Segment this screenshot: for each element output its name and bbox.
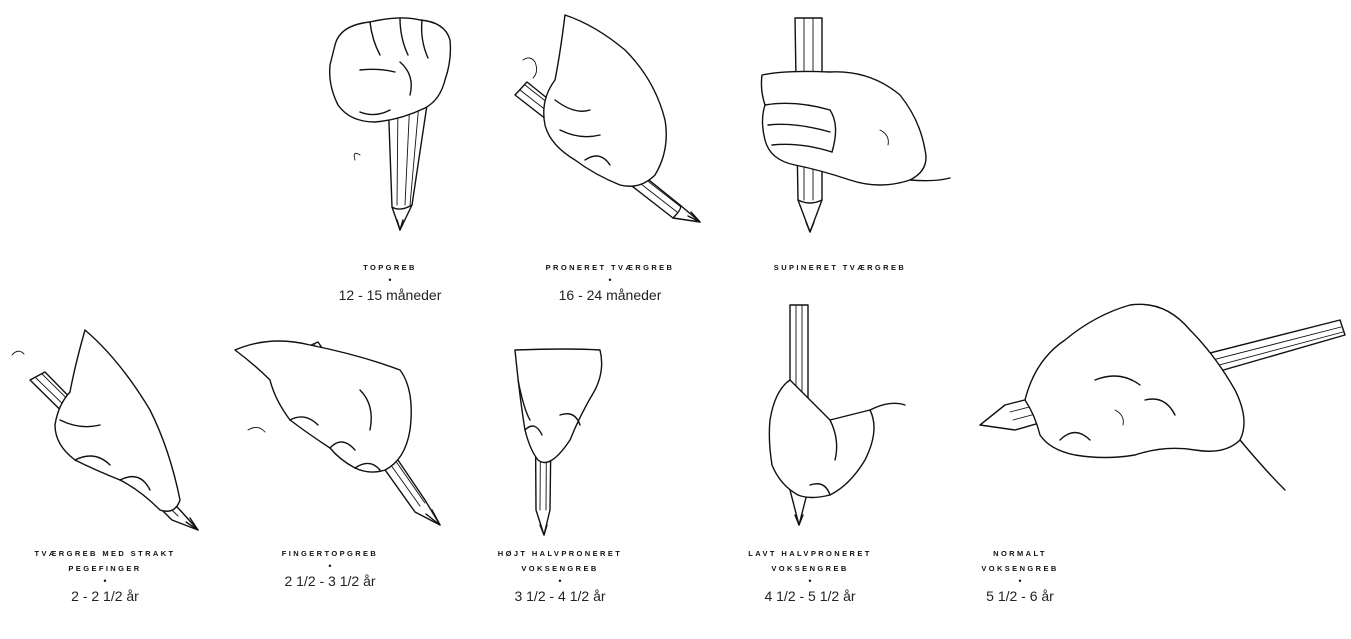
grip-age: 4 1/2 - 5 1/2 år	[705, 588, 915, 604]
grip-label-line1: TVÆRGREB MED STRAKT	[0, 546, 210, 561]
grip-panel-lavt-halvproneret: LAVT HALVPRONERET VOKSENGREB • 4 1/2 - 5…	[730, 300, 920, 639]
grip-age: 2 - 2 1/2 år	[0, 588, 210, 604]
grip-panel-tvaergreb-strakt-pegefinger: TVÆRGREB MED STRAKT PEGEFINGER • 2 - 2 1…	[0, 320, 210, 639]
bullet-dot: •	[705, 576, 915, 587]
grip-age: 12 - 15 måneder	[290, 287, 490, 303]
fingertopgreb-caption: FINGERTOPGREB • 2 1/2 - 3 1/2 år	[225, 546, 435, 589]
grip-label: PRONERET TVÆRGREB	[505, 260, 715, 275]
topgreb-fist-illustration	[300, 0, 480, 250]
supineret-tvaergreb-caption: SUPINERET TVÆRGREB	[730, 260, 950, 275]
normalt-voksengreb-caption: NORMALT VOKSENGREB • 5 1/2 - 6 år	[930, 546, 1110, 604]
hoejt-halvproneret-hand-illustration	[480, 320, 640, 540]
bullet-dot: •	[505, 275, 715, 286]
normalt-voksengreb-hand-illustration	[965, 290, 1351, 520]
tvaergreb-strakt-pegefinger-hand-illustration	[0, 320, 210, 540]
grip-age: 3 1/2 - 4 1/2 år	[455, 588, 665, 604]
grip-label: TOPGREB	[290, 260, 490, 275]
grip-label-line2: VOKSENGREB	[930, 561, 1110, 576]
grip-label: SUPINERET TVÆRGREB	[730, 260, 950, 275]
grip-panel-hoejt-halvproneret: HØJT HALVPRONERET VOKSENGREB • 3 1/2 - 4…	[480, 320, 640, 639]
hoejt-halvproneret-caption: HØJT HALVPRONERET VOKSENGREB • 3 1/2 - 4…	[455, 546, 665, 604]
bullet-dot: •	[0, 576, 210, 587]
proneret-tvaergreb-hand-illustration	[505, 0, 715, 250]
lavt-halvproneret-caption: LAVT HALVPRONERET VOKSENGREB • 4 1/2 - 5…	[705, 546, 915, 604]
bullet-dot: •	[930, 576, 1110, 587]
grip-label-line1: FINGERTOPGREB	[225, 546, 435, 561]
bullet-dot: •	[225, 561, 435, 572]
grip-label-line2: VOKSENGREB	[455, 561, 665, 576]
grip-panel-normalt-voksengreb: NORMALT VOKSENGREB • 5 1/2 - 6 år	[965, 290, 1351, 639]
fingertopgreb-hand-illustration	[230, 320, 460, 540]
grip-age: 16 - 24 måneder	[505, 287, 715, 303]
grip-label-line1: NORMALT	[930, 546, 1110, 561]
lavt-halvproneret-hand-illustration	[730, 300, 920, 540]
bullet-dot: •	[290, 275, 490, 286]
bullet-dot: •	[455, 576, 665, 587]
grip-label-line1: LAVT HALVPRONERET	[705, 546, 915, 561]
grip-age: 5 1/2 - 6 år	[930, 588, 1110, 604]
grip-age: 2 1/2 - 3 1/2 år	[225, 573, 435, 589]
grip-panel-fingertopgreb: FINGERTOPGREB • 2 1/2 - 3 1/2 år	[230, 320, 460, 639]
grip-label-line2: PEGEFINGER	[0, 561, 210, 576]
grip-panel-supineret-tvaergreb: SUPINERET TVÆRGREB	[740, 0, 960, 250]
tvaergreb-strakt-pegefinger-caption: TVÆRGREB MED STRAKT PEGEFINGER • 2 - 2 1…	[0, 546, 210, 604]
grip-label-line1: HØJT HALVPRONERET	[455, 546, 665, 561]
proneret-tvaergreb-caption: PRONERET TVÆRGREB • 16 - 24 måneder	[505, 260, 715, 303]
supineret-tvaergreb-hand-illustration	[740, 0, 960, 250]
topgreb-caption: TOPGREB • 12 - 15 måneder	[290, 260, 490, 303]
grip-label-line2: VOKSENGREB	[705, 561, 915, 576]
grip-panel-topgreb: TOPGREB • 12 - 15 måneder	[300, 0, 480, 250]
grip-panel-proneret-tvaergreb: PRONERET TVÆRGREB • 16 - 24 måneder	[505, 0, 715, 250]
